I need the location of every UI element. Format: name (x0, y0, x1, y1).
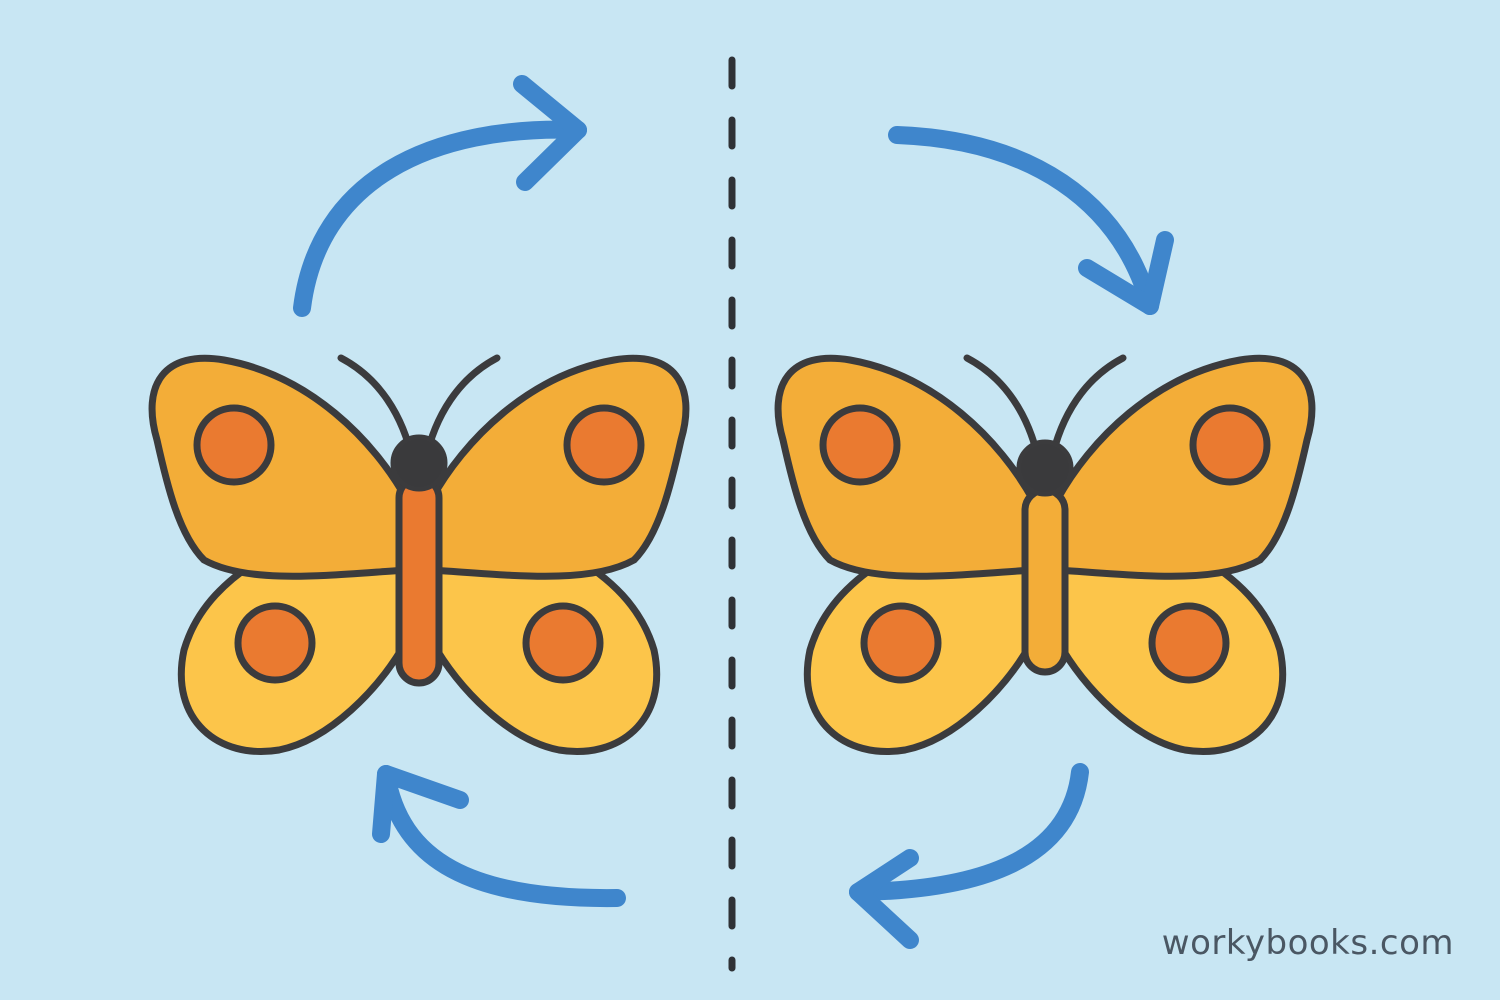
curved-arrow-icon-bottom-left (372, 765, 626, 908)
butterfly-head-left (390, 434, 448, 492)
curved-arrow-icon-bottom-right (849, 763, 1089, 949)
curved-arrow-icon-top-right (888, 126, 1174, 315)
watermark-text: workybooks.com (1161, 923, 1454, 963)
curved-arrow-icon-top-left (293, 75, 587, 317)
butterfly-body-right (1021, 486, 1069, 676)
butterfly-body-left (395, 474, 443, 687)
butterfly-icon-right (778, 358, 1312, 752)
butterfly-icon-left (152, 358, 686, 752)
butterfly-head-right (1016, 439, 1074, 497)
